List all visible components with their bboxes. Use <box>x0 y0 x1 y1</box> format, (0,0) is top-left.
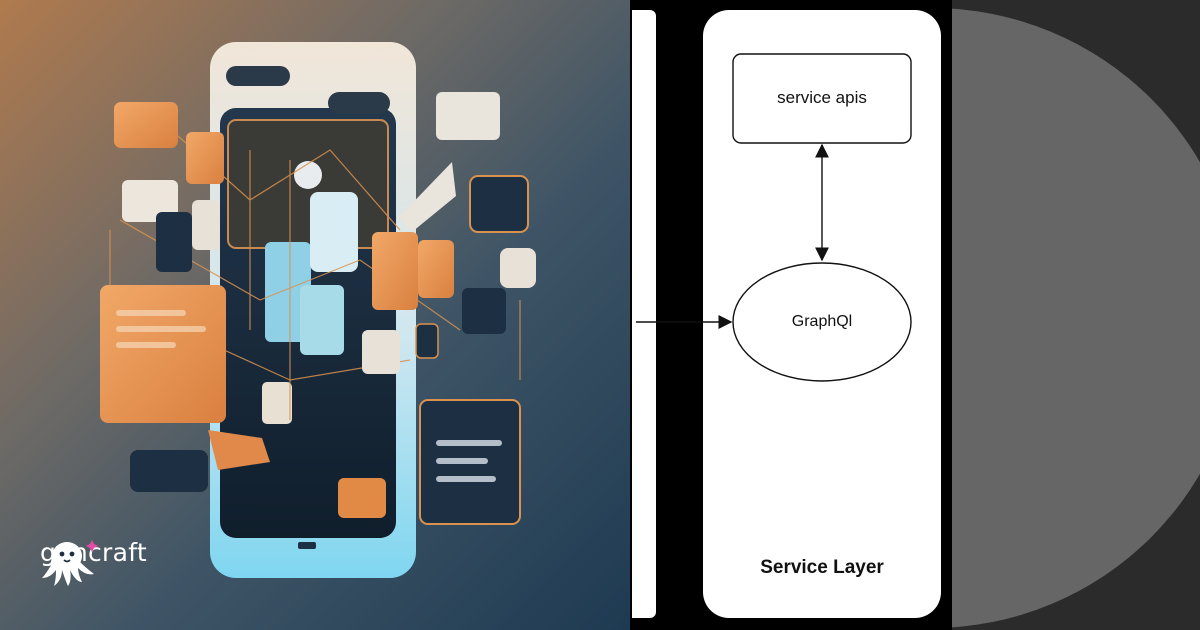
floating-tile-dark-1 <box>469 175 529 233</box>
floating-tile-light-4 <box>500 248 536 288</box>
floating-card-orange-top-left <box>114 102 178 148</box>
floating-tile-dark-4 <box>462 288 506 334</box>
floating-tile-light-2 <box>122 180 178 222</box>
floating-tile-dark-5 <box>156 212 192 272</box>
phone-home-bar <box>298 542 316 549</box>
right-decorative-panel <box>952 0 1200 630</box>
screen-card-light <box>310 192 358 272</box>
phone-illustration-panel: gencraft <box>0 0 630 630</box>
service-apis-label: service apis <box>777 88 867 107</box>
previous-layer-card-edge <box>632 10 656 618</box>
screen-bottom-tile <box>338 478 386 518</box>
floating-tile-light-6 <box>398 162 456 232</box>
phone-illustration <box>100 42 536 578</box>
card-detail-lines <box>116 310 206 348</box>
floating-tile-light-5 <box>362 330 400 374</box>
floating-tile-light-3 <box>192 200 220 250</box>
screen-card-blue <box>265 242 311 342</box>
gencraft-brand: gencraft <box>40 538 147 586</box>
service-layer-label: Service Layer <box>760 557 884 578</box>
phone-top-pill-right <box>328 92 390 114</box>
graphql-label: GraphQl <box>791 313 853 330</box>
grey-circle-shape <box>952 8 1200 628</box>
phone-top-pill-left <box>226 66 290 86</box>
floating-card-orange-mid <box>372 232 418 310</box>
floating-card-orange-small <box>186 132 224 184</box>
screen-card-mid <box>300 285 344 355</box>
floating-tile-dark-3 <box>130 450 208 492</box>
floating-tag-orange <box>208 430 270 470</box>
floating-tile-light-1 <box>436 92 500 140</box>
dark-card-detail-lines <box>436 440 502 482</box>
floating-tile-dark-6 <box>415 323 439 359</box>
octopus-logo-icon <box>42 540 98 586</box>
floating-card-orange-large <box>100 285 226 423</box>
screen-small-tile <box>262 382 292 424</box>
graphql-node <box>732 262 912 382</box>
service-apis-node <box>732 53 912 144</box>
floating-card-orange-right <box>418 240 454 298</box>
